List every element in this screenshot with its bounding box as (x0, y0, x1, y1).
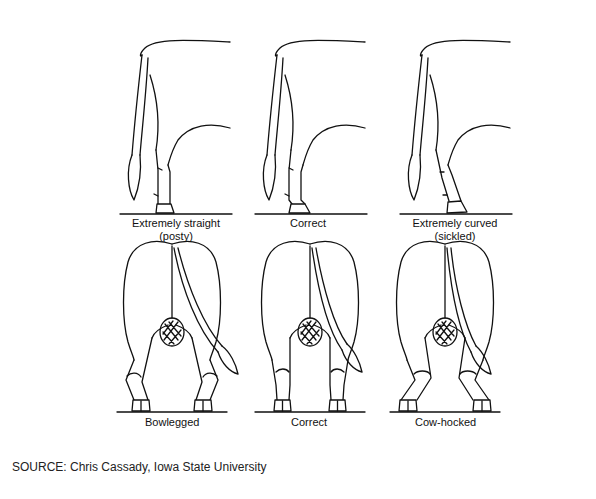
drawing-stroke (192, 338, 218, 411)
drawing-stroke (289, 204, 310, 213)
source-caption: SOURCE: Chris Cassady, Iowa State Univer… (12, 460, 267, 474)
drawing-stroke (128, 40, 230, 200)
drawing-stroke (342, 344, 362, 372)
figure-label: Extremely curved (sickled) (403, 217, 507, 242)
drawing-stroke (301, 165, 305, 204)
drawing-stroke (126, 338, 152, 411)
drawing-stroke (178, 248, 222, 346)
drawing-stroke (329, 338, 348, 411)
drawing-stroke (440, 171, 444, 172)
bowlegged-figure (117, 241, 238, 412)
drawing-stroke (262, 241, 311, 360)
drawing-stroke (447, 201, 467, 213)
drawing-stroke (160, 246, 184, 346)
posty-leg-figure (120, 40, 232, 214)
drawing-stroke (400, 213, 512, 214)
drawing-stroke (255, 411, 365, 412)
drawing-stroke (255, 213, 367, 214)
correct-rear-figure (255, 241, 365, 412)
drawing-stroke (451, 248, 476, 346)
drawing-stroke (124, 241, 173, 360)
drawing-stroke (289, 168, 293, 170)
drawing-stroke (285, 194, 289, 196)
drawing-stroke (448, 165, 461, 201)
drawing-stroke (316, 248, 347, 344)
drawing-stroke (172, 241, 221, 360)
drawing-stroke (459, 338, 491, 411)
drawing-stroke (471, 346, 491, 374)
drawing-stroke (120, 213, 232, 214)
drawing-stroke (174, 248, 218, 352)
figure-label: Bowlegged (145, 416, 199, 429)
drawing-stroke (397, 241, 446, 360)
figure-label: Extremely straight (posty) (124, 217, 228, 242)
drawing-stroke (399, 338, 431, 411)
drawing-stroke (168, 165, 170, 204)
figure-label: Correct (290, 217, 326, 230)
drawing-stroke (310, 241, 359, 360)
drawing-stroke (436, 150, 449, 201)
drawing-stroke (443, 194, 447, 195)
drawing-stroke (154, 194, 158, 196)
drawing-stroke (445, 241, 494, 360)
drawing-stroke (390, 411, 500, 412)
drawing-stroke (117, 411, 227, 412)
drawing-stroke (447, 248, 471, 352)
drawing-stroke (272, 338, 291, 411)
drawing-stroke (408, 40, 510, 200)
drawing-stroke (263, 40, 365, 200)
drawing-stroke (156, 204, 174, 213)
cow-hocked-figure (390, 241, 500, 412)
figure-label: Correct (291, 416, 327, 429)
drawing-stroke (158, 168, 162, 170)
drawing-stroke (218, 346, 238, 374)
correct-side-leg-figure (255, 40, 367, 214)
sickled-leg-figure (400, 40, 512, 214)
figure-label: Cow-hocked (415, 416, 476, 429)
